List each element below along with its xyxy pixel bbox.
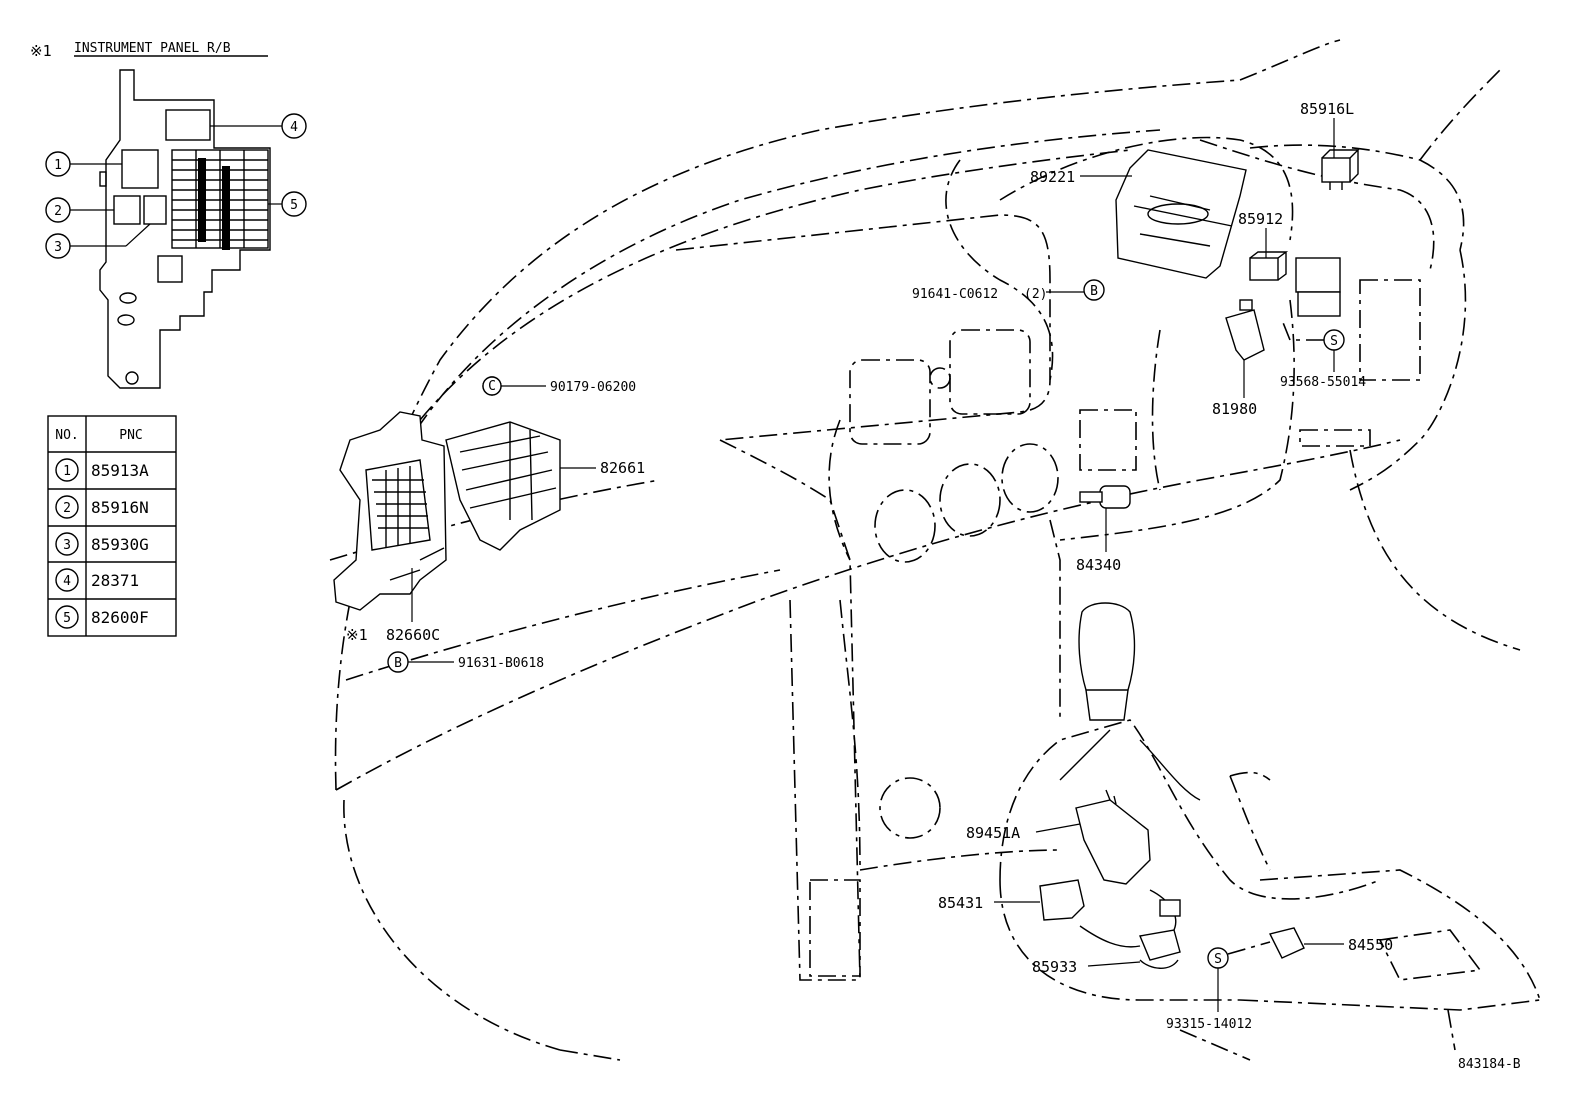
switch-84340 — [1079, 485, 1131, 509]
relay-block-slot-4 — [165, 109, 211, 141]
inset-callout-1: 1 — [45, 151, 122, 177]
callout-91641: 91641-C0612 (2) B — [912, 279, 1105, 302]
relay-block-slot-2 — [113, 195, 141, 225]
relay-block-clip — [99, 171, 107, 187]
svg-text:5: 5 — [63, 611, 71, 626]
svg-text:1: 1 — [54, 158, 62, 173]
svg-text:4: 4 — [63, 574, 71, 589]
inset-callout-4: 4 — [210, 113, 307, 139]
svg-text:S: S — [1214, 952, 1222, 967]
svg-text:3: 3 — [54, 240, 62, 255]
svg-text:85916L: 85916L — [1300, 100, 1354, 118]
shift-knob — [1059, 602, 1201, 801]
svg-text:85916N: 85916N — [91, 498, 149, 517]
table-header-no: NO. — [55, 428, 78, 443]
relay-block-outline — [99, 69, 271, 389]
svg-text:90179-06200: 90179-06200 — [550, 380, 636, 395]
svg-text:89221: 89221 — [1030, 168, 1075, 186]
callout-85933: 85933 — [1032, 958, 1141, 976]
svg-text:2: 2 — [54, 204, 62, 219]
bracket-89221 — [1115, 149, 1247, 279]
svg-text:85912: 85912 — [1238, 210, 1283, 228]
svg-text:B: B — [394, 656, 402, 671]
svg-text:1: 1 — [63, 464, 71, 479]
svg-text:5: 5 — [290, 198, 298, 213]
svg-text:B: B — [1090, 284, 1098, 299]
svg-text:84340: 84340 — [1076, 556, 1121, 574]
table-row: 1 85913A — [55, 458, 149, 482]
svg-text:C: C — [488, 379, 496, 394]
relay-bank — [1295, 257, 1341, 317]
relay-block-slot-a — [157, 255, 183, 283]
svg-text:28371: 28371 — [91, 571, 139, 590]
callout-82660C: ※1 82660C — [346, 568, 440, 644]
svg-text:93315-14012: 93315-14012 — [1166, 1017, 1252, 1032]
relay-block-slot-3 — [143, 195, 167, 225]
callout-91631: B 91631-B0618 — [387, 651, 544, 673]
table-row: 5 82600F — [55, 605, 149, 629]
callout-85431: 85431 — [938, 894, 1040, 912]
table-row: 3 85930G — [55, 532, 149, 556]
svg-text:S: S — [1330, 334, 1338, 349]
callout-84550: 84550 — [1304, 936, 1393, 954]
svg-text:85933: 85933 — [1032, 958, 1077, 976]
svg-text:85930G: 85930G — [91, 535, 149, 554]
svg-text:2: 2 — [63, 501, 71, 516]
relay-block-hole — [117, 314, 135, 326]
inset-callout-2: 2 — [45, 197, 114, 223]
sensor-89451A — [1075, 789, 1151, 885]
inset-callout-5: 5 — [268, 191, 307, 217]
callout-82661: 82661 — [560, 459, 645, 477]
dashboard-outline — [329, 39, 1541, 1061]
svg-text:4: 4 — [290, 120, 298, 135]
svg-text:82661: 82661 — [600, 459, 645, 477]
inset-relay-block: ※1 INSTRUMENT PANEL R/B 1 2 — [30, 41, 307, 389]
inset-title: INSTRUMENT PANEL R/B — [74, 41, 231, 56]
switch-84550 — [1268, 927, 1305, 959]
svg-text:84550: 84550 — [1348, 936, 1393, 954]
relay-block-bolt — [125, 371, 139, 385]
callout-85912: 85912 — [1238, 210, 1283, 258]
svg-text:82600F: 82600F — [91, 608, 149, 627]
table-header-pnc: PNC — [119, 428, 142, 443]
diagram-id: 843184-B — [1458, 1057, 1521, 1072]
svg-text:81980: 81980 — [1212, 400, 1257, 418]
callout-93568: 93568-55014 S — [1280, 319, 1366, 390]
fuse-grid — [171, 149, 269, 250]
svg-text:85913A: 85913A — [91, 461, 149, 480]
flasher-81980 — [1225, 299, 1265, 361]
table-row: 2 85916N — [55, 495, 149, 519]
relay-block-82660C — [333, 411, 447, 611]
callout-89451A: 89451A — [966, 823, 1081, 842]
callout-81980: 81980 — [1212, 360, 1257, 418]
inset-marker: ※1 — [30, 42, 52, 60]
relay-85912 — [1249, 251, 1289, 281]
svg-text:85431: 85431 — [938, 894, 983, 912]
svg-text:3: 3 — [63, 538, 71, 553]
svg-text:(2): (2) — [1024, 287, 1047, 302]
callout-90179: C 90179-06200 — [482, 376, 636, 396]
callout-85916L: 85916L — [1300, 100, 1354, 158]
ref-marker: ※1 — [346, 626, 368, 644]
bracket-82661 — [445, 421, 561, 551]
relay-block-hole — [119, 292, 137, 304]
callout-93315: S 93315-14012 — [1166, 941, 1271, 1032]
switch-85933 — [1079, 889, 1181, 969]
table-row: 4 28371 — [55, 568, 139, 592]
callout-84340: 84340 — [1076, 508, 1121, 574]
svg-text:91641-C0612: 91641-C0612 — [912, 287, 998, 302]
pnc-table: NO. PNC 1 85913A 2 85916N 3 85930G 4 283… — [47, 415, 177, 637]
svg-text:93568-55014: 93568-55014 — [1280, 375, 1366, 390]
svg-text:89451A: 89451A — [966, 824, 1020, 842]
relay-block-slot-1 — [121, 149, 159, 189]
svg-text:91631-B0618: 91631-B0618 — [458, 656, 544, 671]
inset-callout-3: 3 — [45, 223, 151, 259]
svg-text:82660C: 82660C — [386, 626, 440, 644]
callout-89221: 89221 — [1030, 168, 1132, 186]
relay-85916L — [1321, 149, 1360, 190]
sensor-85431 — [1039, 879, 1085, 921]
